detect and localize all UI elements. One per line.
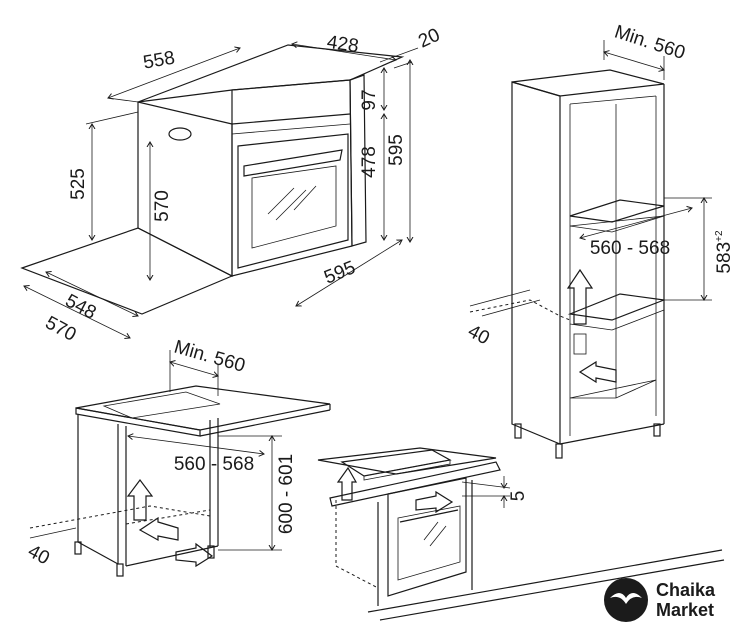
under-hob-worktop: [317, 447, 497, 475]
base-ventilation-out-arrow: [175, 542, 214, 568]
oven-handle: [243, 149, 343, 177]
worktop: [75, 385, 331, 431]
under-hob-gap: 5: [508, 491, 529, 502]
base-ventilation-up-arrow: [126, 479, 154, 521]
under-hob-oven-door: [397, 505, 461, 581]
dim-595-vertical: 595: [386, 134, 407, 166]
tall-cabinet-upper-shelf: [569, 199, 665, 223]
dim-595-front: 595: [321, 257, 358, 288]
ventilation-up-arrow: [566, 268, 594, 325]
brand-line1: Chaika: [656, 580, 716, 600]
hob-cutout: [102, 391, 221, 419]
tall-cabinet-top: [511, 69, 665, 97]
dim-525: 525: [68, 168, 89, 200]
under-hob-worktop-edge: [329, 461, 501, 507]
ventilation-in-arrow: [578, 360, 617, 384]
dim-20: 20: [415, 25, 443, 53]
oven-base-plate: [20, 227, 234, 315]
base-foot: [207, 545, 215, 559]
tall-cabinet-foot: [514, 423, 522, 439]
under-hob-side-arrow: [415, 490, 454, 514]
dim-558: 558: [142, 47, 177, 73]
tall-cabinet-drawing: Min. 560 560 - 568 583+2 40: [464, 22, 735, 459]
base-cabinet-drawing: Min. 560 560 - 568 600 - 601 40: [24, 337, 331, 577]
brand-line2: Market: [656, 600, 714, 620]
oven-front-face: [231, 79, 353, 277]
tall-cabinet-lower-shelf: [567, 293, 665, 321]
tall-niche-width: 560 - 568: [590, 238, 670, 259]
base-foot: [74, 541, 82, 555]
dim-570-depth: 570: [42, 312, 80, 345]
oven-window: [251, 165, 337, 249]
tall-cabinet-side: [511, 81, 561, 445]
base-niche-height: 600 - 601: [276, 454, 297, 534]
base-foot: [116, 563, 124, 577]
base-rear-gap: 40: [24, 541, 53, 569]
dim-570-inner: 570: [152, 190, 173, 222]
dim-428: 428: [326, 32, 360, 57]
dim-478: 478: [359, 146, 380, 178]
chaika-market-logo: Chaika Market: [604, 578, 716, 622]
dim-97: 97: [359, 89, 380, 110]
tall-cabinet-foot: [653, 423, 661, 437]
base-ventilation-in-arrow: [138, 516, 179, 542]
base-niche-width: 560 - 568: [174, 454, 254, 475]
tall-cabinet-foot: [555, 443, 563, 459]
base-min-560: Min. 560: [172, 337, 248, 377]
tall-niche-height: 583+2: [714, 230, 735, 274]
oven-drawing: 558 428 20 97 478 595 525 570 595 548 57…: [20, 25, 443, 346]
under-hob-oven: [387, 477, 467, 597]
under-hob-drawing: 5: [317, 447, 725, 621]
under-hob-up-arrow: [336, 466, 358, 501]
oven-door: [237, 133, 349, 269]
tall-rear-gap: 40: [464, 321, 493, 349]
oven-vent: [168, 127, 192, 141]
